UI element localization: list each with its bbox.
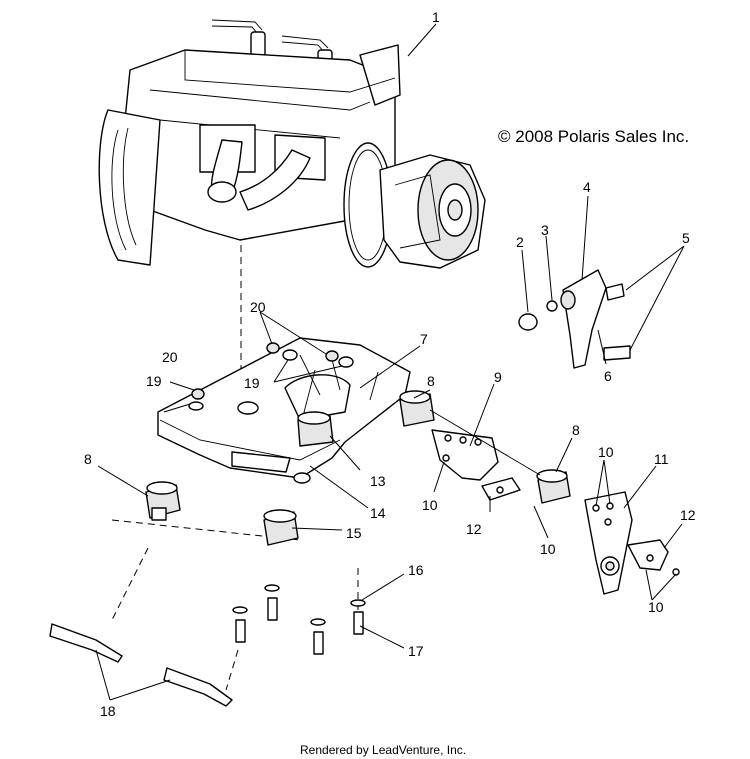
callout-12-a: 12 (466, 521, 482, 537)
skid-plates (49, 547, 239, 707)
callout-14: 14 (370, 505, 386, 521)
callout-labels: 1 2 3 4 5 6 7 8 8 8 9 10 10 10 10 11 12 … (84, 9, 696, 719)
callout-8-left: 8 (84, 451, 92, 467)
callout-4: 4 (583, 179, 591, 195)
leader-lines (95, 23, 685, 701)
callout-12-b: 12 (680, 507, 696, 523)
callout-1: 1 (432, 9, 440, 25)
callout-8-right: 8 (572, 422, 580, 438)
bracket-9 (429, 409, 541, 501)
callout-11: 11 (654, 451, 669, 467)
callout-10-c: 10 (598, 444, 614, 460)
callout-10-d: 10 (648, 599, 664, 615)
callout-20-left: 20 (162, 349, 178, 365)
callout-19-left: 19 (146, 373, 162, 389)
callout-3: 3 (541, 222, 549, 238)
callout-10-a: 10 (422, 497, 438, 513)
lower-hardware (232, 584, 366, 655)
callout-7: 7 (420, 331, 428, 347)
engine-assembly (98, 19, 486, 269)
callout-8-middle: 8 (427, 373, 435, 389)
footer-credit: Rendered by LeadVenture, Inc. (300, 743, 466, 757)
callout-5: 5 (682, 230, 690, 246)
callout-17: 17 (408, 643, 424, 659)
callout-13: 13 (370, 473, 386, 489)
callout-2: 2 (516, 234, 524, 250)
plate-hardware (188, 342, 354, 421)
mount-plate (157, 337, 411, 484)
callout-16: 16 (408, 562, 424, 578)
bracket-11 (584, 491, 680, 595)
callout-10-b: 10 (540, 541, 556, 557)
callout-15: 15 (346, 525, 362, 541)
copyright-text: © 2008 Polaris Sales Inc. (498, 127, 689, 146)
callout-20-right: 20 (250, 299, 266, 315)
callout-18: 18 (100, 703, 116, 719)
bracket-4 (518, 269, 631, 369)
callout-19-right: 19 (244, 375, 260, 391)
callout-9: 9 (494, 369, 502, 385)
callout-6: 6 (604, 368, 612, 384)
